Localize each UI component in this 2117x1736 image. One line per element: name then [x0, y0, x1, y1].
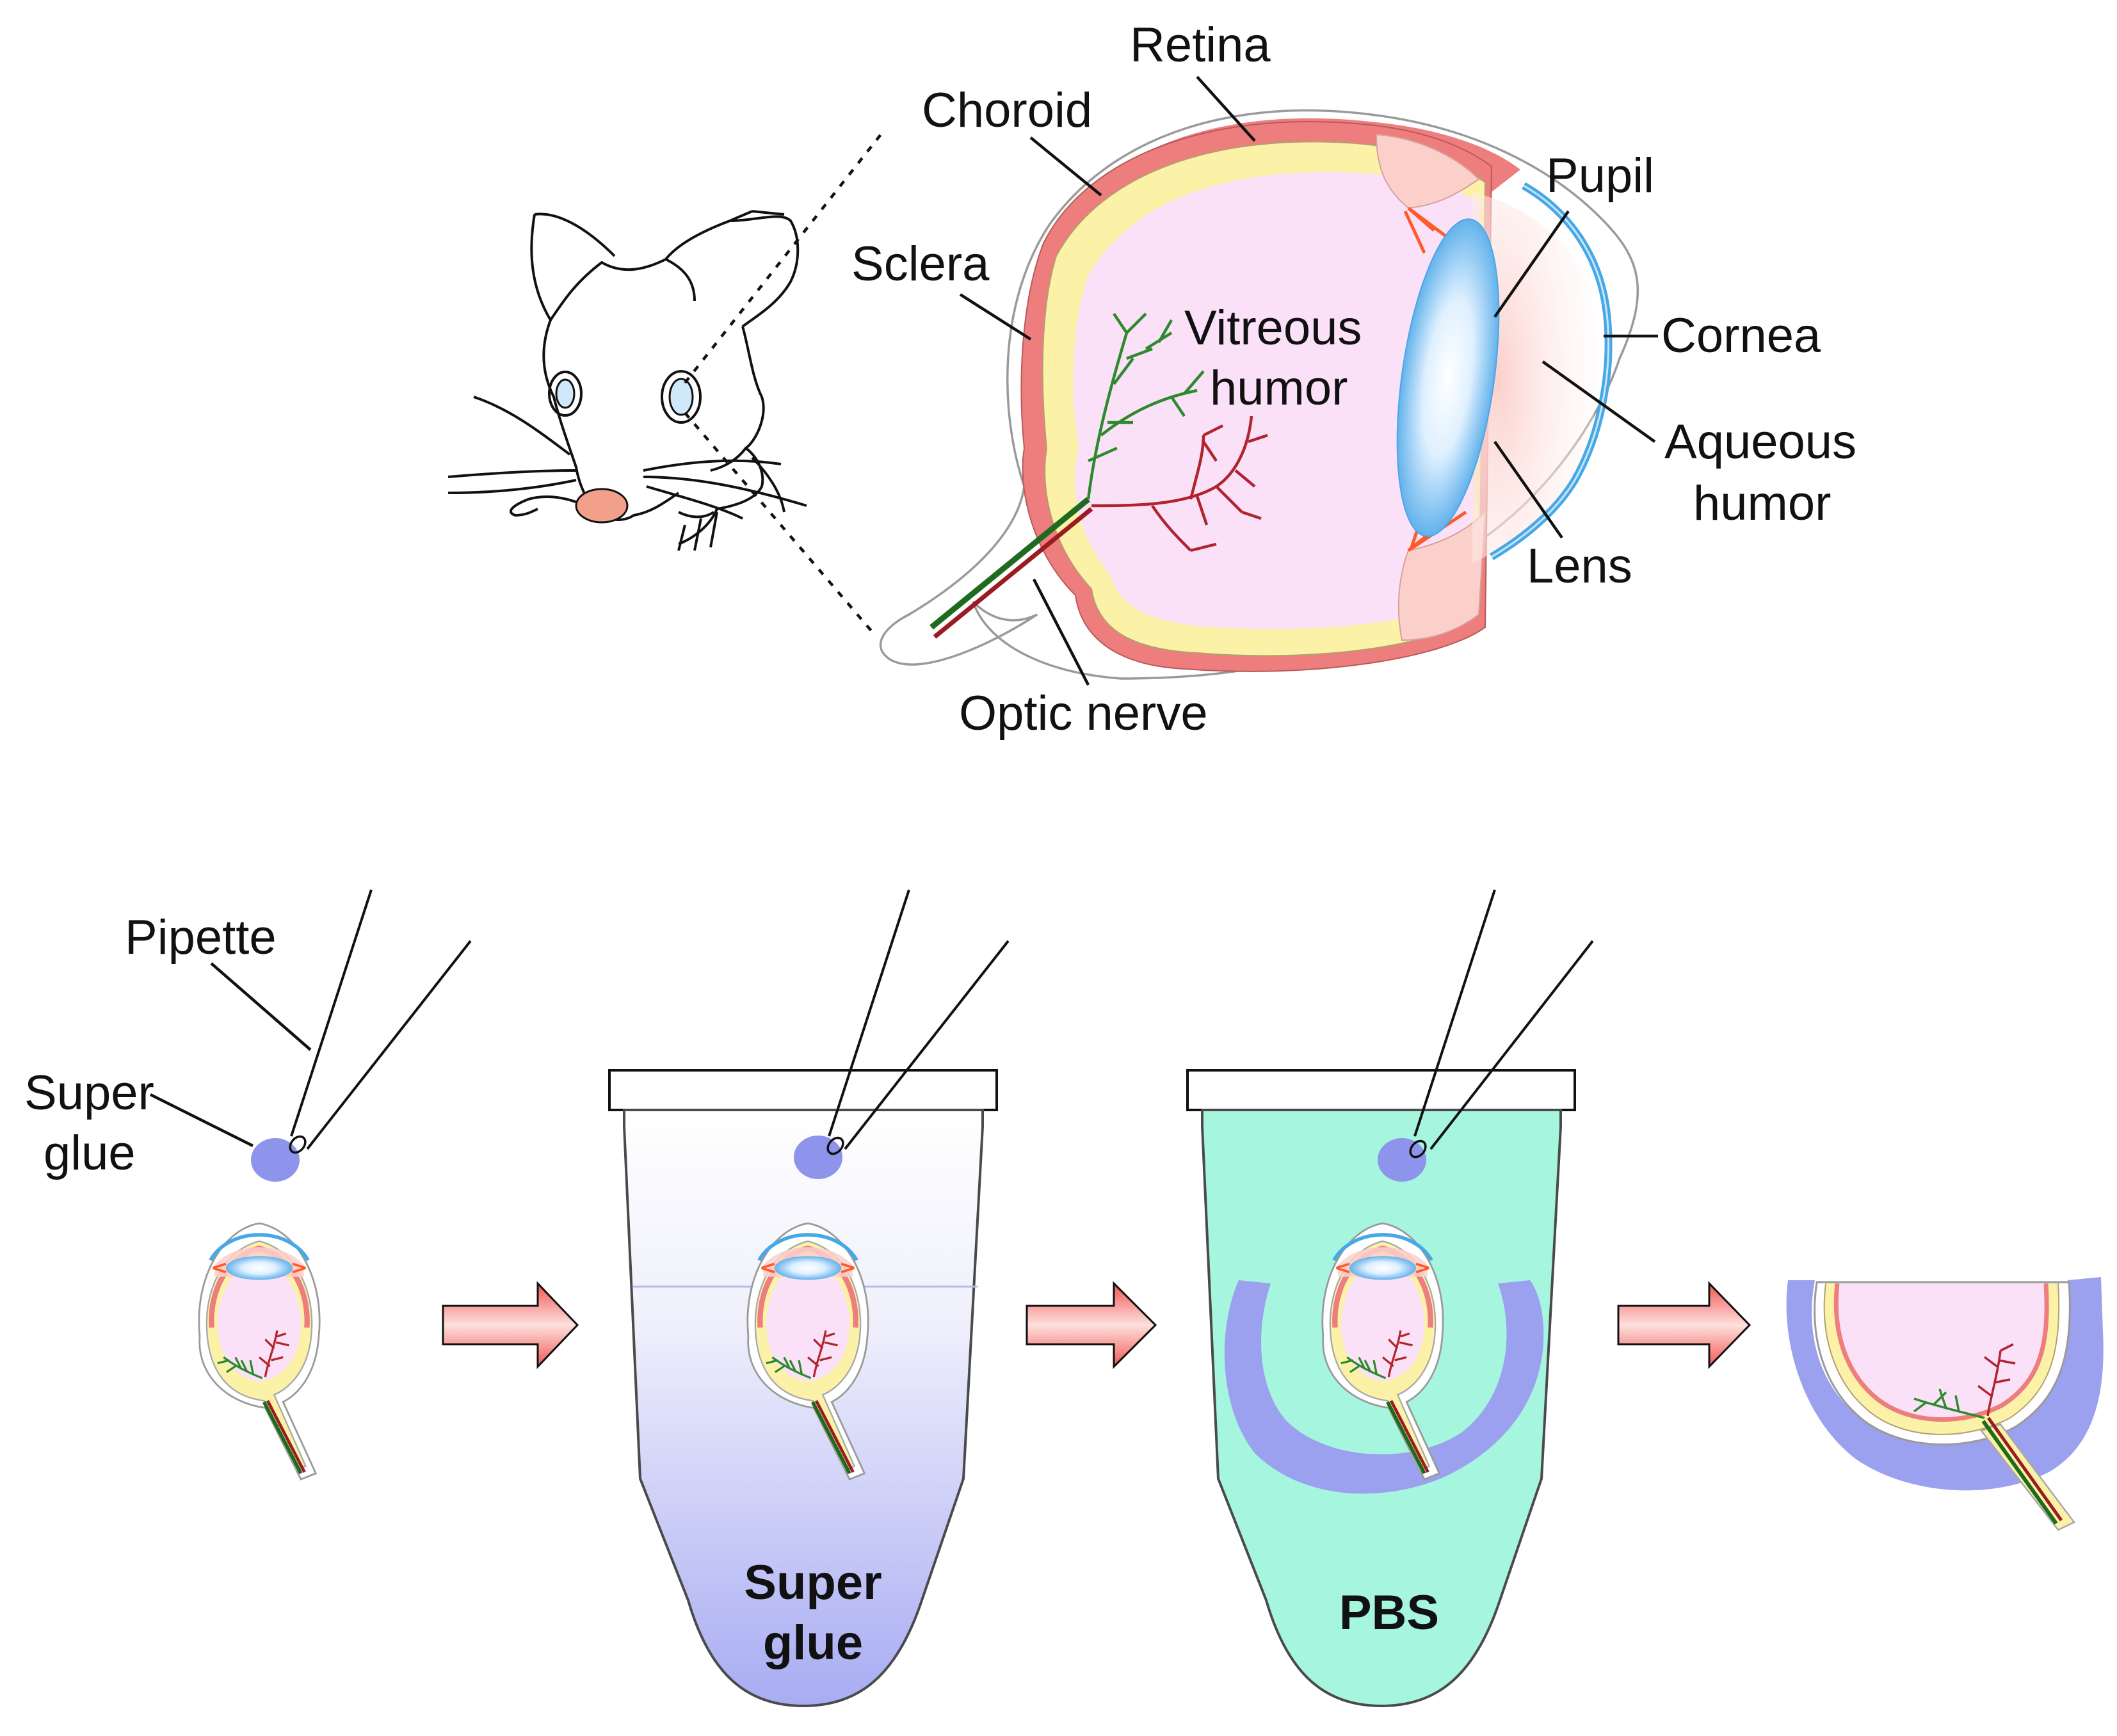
- label-vitreous-line1: Vitreous: [1184, 301, 1362, 355]
- tube2-label: PBS: [1339, 1586, 1439, 1640]
- label-aqueous-line1: Aqueous: [1664, 415, 1856, 469]
- label-retina: Retina: [1130, 18, 1271, 72]
- green-vessels: [1086, 312, 1205, 500]
- zoom-line-upper: [684, 130, 885, 384]
- tube1-label-line2: glue: [763, 1616, 863, 1670]
- top-labels: Retina Choroid Sclera Vitreous humor Pup…: [851, 18, 1856, 741]
- arrow-1: [442, 1281, 579, 1369]
- label-cornea: Cornea: [1661, 309, 1821, 363]
- step2-tube-super-glue: [608, 889, 1010, 1708]
- mouse-nose: [575, 488, 629, 524]
- eye-cross-section: [879, 109, 1639, 680]
- label-choroid: Choroid: [922, 83, 1092, 138]
- label-lens: Lens: [1527, 539, 1632, 593]
- label-super-glue-line2: glue: [44, 1126, 136, 1180]
- label-pupil: Pupil: [1546, 149, 1654, 203]
- super-glue-drop-1: [251, 1138, 300, 1182]
- step1-eye-with-pipette: [199, 889, 472, 1479]
- tube1-label-line1: Super: [744, 1555, 881, 1610]
- arrow-3: [1617, 1281, 1751, 1369]
- label-sclera: Sclera: [851, 237, 990, 291]
- label-super-glue-line1: Super: [24, 1066, 154, 1120]
- zoom-line-lower: [684, 412, 875, 635]
- label-vitreous-line2: humor: [1210, 361, 1348, 415]
- label-aqueous-line2: humor: [1693, 476, 1831, 531]
- red-vessels: [1091, 415, 1268, 552]
- super-glue-leader: [149, 1093, 254, 1148]
- arrow-2: [1026, 1281, 1157, 1369]
- mouse-right-eye: [668, 378, 694, 416]
- pipette-leader: [210, 962, 312, 1051]
- step4-eyecup: [1786, 1277, 2104, 1531]
- mouse-illustration: [447, 210, 807, 551]
- super-glue-drop-2: [794, 1136, 842, 1179]
- label-pipette: Pipette: [125, 910, 277, 965]
- super-glue-drop-3: [1378, 1138, 1426, 1182]
- mouse-left-eye: [555, 378, 576, 409]
- top-leader-lines: [959, 76, 1658, 686]
- label-optic-nerve: Optic nerve: [959, 686, 1208, 741]
- step3-tube-pbs: [1186, 889, 1594, 1708]
